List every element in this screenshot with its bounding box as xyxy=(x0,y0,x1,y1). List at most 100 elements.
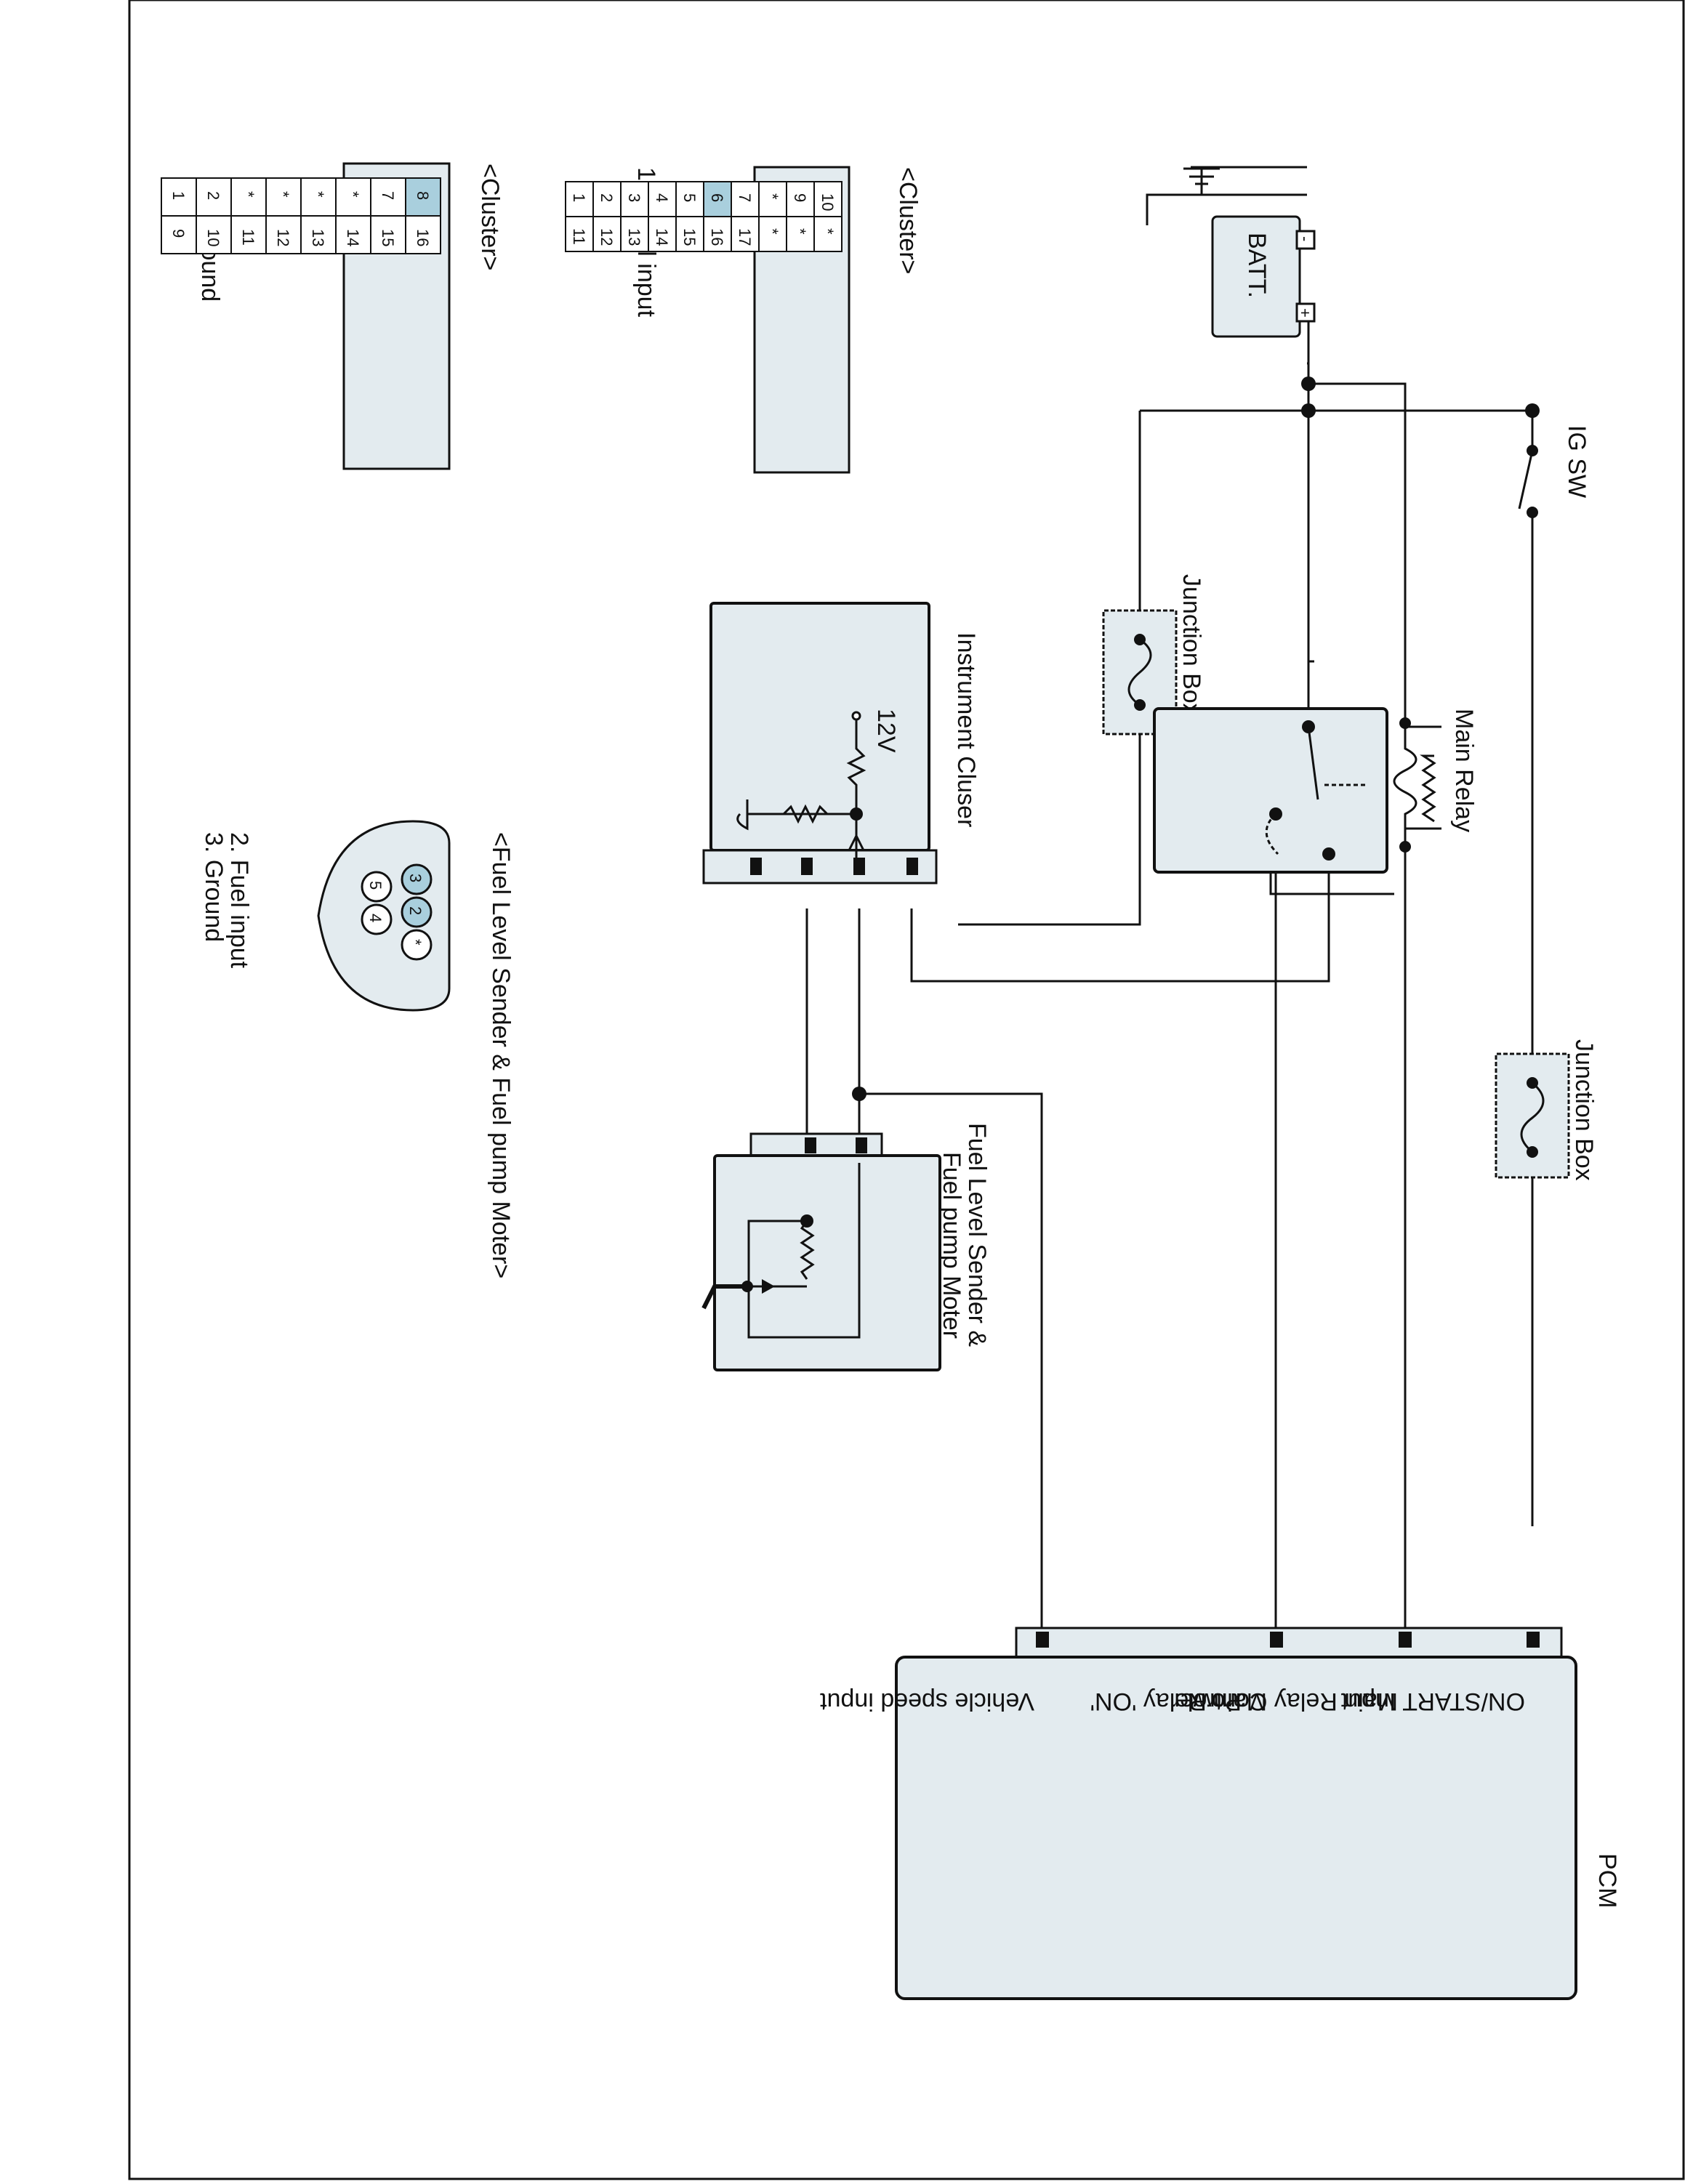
fuel-sender-pin xyxy=(401,929,433,961)
sender-body xyxy=(713,1154,941,1371)
battery-minus-sign: - xyxy=(1296,236,1314,241)
wires xyxy=(805,166,1534,1657)
cluster-b-title: <Cluster> xyxy=(476,164,504,270)
cluster-b-pin-label: 9 xyxy=(169,229,188,238)
cluster-b-pin-cell xyxy=(161,215,197,254)
battery-label: BATT. xyxy=(1243,233,1271,298)
cluster-a-pin-label: * xyxy=(819,228,837,235)
fuel-sender-pin xyxy=(401,863,433,895)
sender-arm-icon xyxy=(701,1284,747,1310)
cluster-b-pin-label: 7 xyxy=(379,191,397,200)
cluster-terminal-2 xyxy=(853,858,865,875)
instrument-cluster-connector xyxy=(702,849,938,885)
cluster-b-pin-label: * xyxy=(344,191,362,198)
junction-box-right: Junction Box xyxy=(1495,1039,1598,1181)
pcm-body xyxy=(895,1656,1577,2000)
node-ig xyxy=(1525,403,1540,418)
ig-switch: IG SW xyxy=(1518,425,1591,518)
pcm-main-relay-on-power-2: Power xyxy=(1172,1688,1242,1715)
junction-box-top-label: Junction Box xyxy=(1178,574,1205,716)
cluster-b-pin-label: * xyxy=(239,191,257,198)
cluster-b-pin-label: 12 xyxy=(274,229,292,246)
pcm-terminal-1 xyxy=(1527,1632,1540,1648)
cluster-b-pin-label: * xyxy=(274,191,292,198)
cluster-b-pin-label: 14 xyxy=(344,229,362,246)
cluster-b-pin-label: 13 xyxy=(309,229,327,246)
cluster-b-pin-label: 8 xyxy=(414,191,432,200)
sender-rheostat-icon xyxy=(800,1220,815,1280)
fuse-icon xyxy=(1127,638,1152,706)
pcm-vehicle-speed-input: Vehicle speed input xyxy=(820,1688,1034,1715)
fuel-sender-pin xyxy=(401,896,433,928)
cluster-a-pin-label: 16 xyxy=(708,228,726,246)
relay-switch-blade xyxy=(1307,726,1319,800)
cluster-b-pin-label: 10 xyxy=(204,229,222,246)
battery: BATT. - + xyxy=(1183,167,1316,338)
gauge-icon xyxy=(736,799,749,831)
junction-box-right-body xyxy=(1495,1052,1570,1179)
ground-triangle-icon xyxy=(847,833,866,852)
battery-ground-wire xyxy=(1146,166,1307,225)
cluster-b-pin-label: 2 xyxy=(204,191,222,200)
cluster-b-pin-label: 1 xyxy=(169,191,188,200)
cluster-a-pin-label: 15 xyxy=(680,228,699,246)
cluster-a-title: <Cluster> xyxy=(894,167,922,274)
ig-sw-label: IG SW xyxy=(1563,425,1591,498)
battery-plus-sign: + xyxy=(1296,308,1314,318)
cluster-a-pin-label: 10 xyxy=(819,193,837,211)
vehicle-speed-wire xyxy=(859,1092,1043,1657)
pcm-main-relay-control: Main Relay Control xyxy=(1188,1688,1398,1715)
pcm-terminal-2 xyxy=(1399,1632,1412,1648)
fuse-right-icon xyxy=(1520,1081,1545,1153)
cluster-a-pin-label: 1 xyxy=(570,193,588,202)
node-battery xyxy=(1301,403,1316,418)
junction-box-right-label: Junction Box xyxy=(1570,1039,1598,1181)
ig-sw-contact-b xyxy=(1527,507,1538,518)
fuel-sender-pin xyxy=(361,871,393,903)
fuel-sender-pin-label: 5 xyxy=(366,881,385,890)
page-border xyxy=(128,0,1685,2180)
relay-resistor-icon xyxy=(1420,754,1436,823)
cluster-a-pin-label: 17 xyxy=(736,228,754,246)
instrument-cluster-label: Instrument Cluser xyxy=(952,632,980,827)
cluster-a-pin-label: 14 xyxy=(653,228,671,246)
main-relay-label: Main Relay xyxy=(1450,709,1478,832)
cluster-a-pin-label: 11 xyxy=(570,228,588,245)
sender-label-line2: Fuel pump Moter xyxy=(938,1152,965,1339)
fuel-sender-pin-label: 2 xyxy=(406,906,425,915)
relay-arc xyxy=(1265,813,1279,855)
voltage-source-icon xyxy=(851,711,861,721)
instrument-cluster: Instrument Cluser 12V xyxy=(702,602,980,885)
cluster-a-pin-label: 12 xyxy=(598,228,616,246)
node-relay-feed xyxy=(1301,376,1316,391)
connector-cluster-b: <Cluster> 16. Ground 87****2116151413121… xyxy=(161,162,504,470)
relay-contact-out xyxy=(1322,847,1335,861)
fuel-sender-pin-label: 3 xyxy=(406,874,425,882)
cluster-b-pin-label: 15 xyxy=(379,229,397,246)
cluster-a-pin-label: 5 xyxy=(680,193,699,202)
sender-terminal-1 xyxy=(856,1137,867,1153)
fuel-sender-conn-title: <Fuel Level Sender & Fuel pump Moter> xyxy=(487,832,515,1278)
pcm-terminal-4 xyxy=(1036,1632,1049,1648)
node-speed xyxy=(852,1087,866,1101)
ground-icon xyxy=(1183,167,1220,195)
sender-loop-wire xyxy=(747,1163,861,1339)
junction-to-cluster-wire xyxy=(958,734,1141,926)
fuel-sender-pin-grid: 32*54 xyxy=(361,863,433,961)
pcm: PCM ON/START Input Main Relay Control Ma… xyxy=(820,1627,1621,2000)
fuel-sender-pin-label: 4 xyxy=(366,914,385,922)
cluster-a-pin-label: 3 xyxy=(625,193,643,202)
cluster-terminal-4 xyxy=(750,858,762,875)
relay-to-cluster-wire xyxy=(910,854,1330,983)
cluster-a-pin-label: 2 xyxy=(598,193,616,202)
fuel-sender-conn-caption-1: 2. Fuel input xyxy=(225,832,253,969)
pcm-terminal-3 xyxy=(1270,1632,1283,1648)
cluster-b-pin-label: 16 xyxy=(414,229,432,246)
battery-body xyxy=(1211,215,1301,338)
voltage-label: 12V xyxy=(872,709,900,753)
fuel-sender-conn-caption-2: 3. Ground xyxy=(200,832,228,942)
sender-arrow-icon xyxy=(762,1279,775,1294)
cluster-a-pin-label: 6 xyxy=(708,193,726,202)
